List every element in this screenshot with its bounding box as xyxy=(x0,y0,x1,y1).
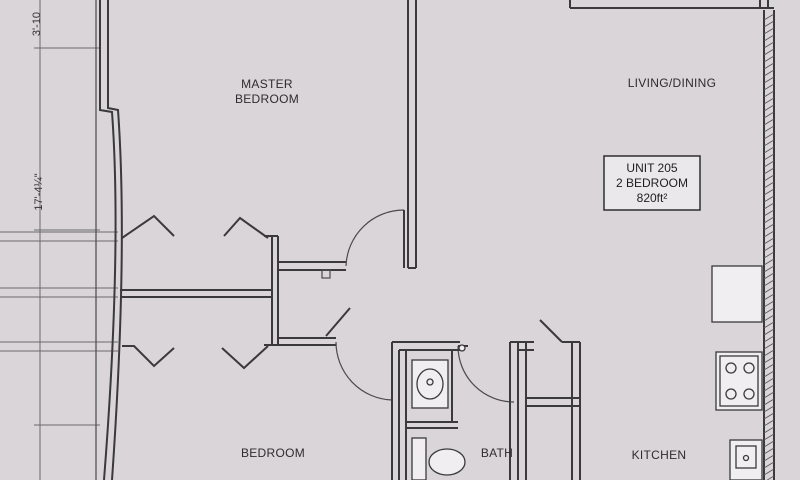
east-exterior-wall xyxy=(763,10,775,480)
kitchen-closet-walls xyxy=(525,319,581,480)
wall-hatch-line xyxy=(763,433,775,441)
west-exterior-wall xyxy=(95,0,123,480)
wall-hatch-line xyxy=(763,251,775,259)
wall-hatch-line xyxy=(763,202,775,210)
wall-hatch-line xyxy=(763,328,775,336)
wall-hatch-line xyxy=(763,188,775,196)
wall-hatch-line xyxy=(763,118,775,126)
wall-hatch-line xyxy=(763,265,775,273)
room-label-master-line1: MASTER xyxy=(241,77,293,91)
wall-hatch-line xyxy=(763,377,775,385)
room-label-kitchen: KITCHEN xyxy=(632,448,687,462)
wall-hatch-line xyxy=(763,216,775,224)
wall-hatch-line xyxy=(763,230,775,238)
wall-hatch-line xyxy=(763,426,775,434)
wall-hatch-line xyxy=(763,104,775,112)
wall-hatch-line xyxy=(763,146,775,154)
wall-hatch-line xyxy=(763,447,775,455)
wall-hatch-line xyxy=(763,258,775,266)
room-label-master-line2: BEDROOM xyxy=(235,92,299,106)
wall-hatch-line xyxy=(763,440,775,448)
wall-hatch-line xyxy=(763,174,775,182)
wall-hatch-line xyxy=(763,279,775,287)
wall-hatch-line xyxy=(763,69,775,77)
wall-hatch-line xyxy=(763,195,775,203)
bath-fixtures xyxy=(411,344,466,480)
wall-hatch-line xyxy=(763,237,775,245)
wall-hatch-line xyxy=(763,76,775,84)
wall-hatch-line xyxy=(763,13,775,21)
wall-hatch-line xyxy=(763,307,775,315)
wall-hatch-line xyxy=(763,321,775,329)
wall-hatch-line xyxy=(763,356,775,364)
wall-hatch-line xyxy=(763,181,775,189)
wall-hatch-line xyxy=(763,272,775,280)
wall-hatch-line xyxy=(763,244,775,252)
wall-hatch-line xyxy=(763,363,775,371)
wall-hatch-line xyxy=(763,90,775,98)
wall-hatch-line xyxy=(763,62,775,70)
kitchen-appliances xyxy=(711,265,763,480)
wall-hatch-line xyxy=(763,223,775,231)
wall-hatch-line xyxy=(763,314,775,322)
refrigerator-icon xyxy=(711,265,763,323)
wall-hatch-line xyxy=(763,111,775,119)
wall-hatch-line xyxy=(763,55,775,63)
north-wall xyxy=(569,0,774,9)
room-label-bedroom: BEDROOM xyxy=(241,446,305,460)
wall-hatch-line xyxy=(763,405,775,413)
wall-hatch-line xyxy=(763,20,775,28)
wall-hatch-line xyxy=(763,83,775,91)
wall-hatch-line xyxy=(763,384,775,392)
wall-hatch-line xyxy=(763,139,775,147)
wall-hatch-line xyxy=(763,34,775,42)
closet-bifold-doors xyxy=(121,214,269,370)
wall-hatch-line xyxy=(763,48,775,56)
wall-hatch-line xyxy=(763,398,775,406)
toilet-tank-icon xyxy=(411,437,427,480)
wall-hatch-line xyxy=(763,391,775,399)
wall-hatch-line xyxy=(763,27,775,35)
wall-hatch-line xyxy=(763,335,775,343)
door-swings xyxy=(325,209,515,403)
unit-number: UNIT 205 xyxy=(626,161,677,175)
wall-hatch-line xyxy=(763,349,775,357)
wall-hatch-line xyxy=(763,167,775,175)
wall-hatch-line xyxy=(763,300,775,308)
wall-hatch-line xyxy=(763,125,775,133)
wall-hatch-line xyxy=(763,370,775,378)
wall-hatch-line xyxy=(763,468,775,476)
wall-hatch-line xyxy=(763,97,775,105)
dimension-guides xyxy=(0,0,118,480)
wall-hatch-line xyxy=(763,132,775,140)
master-bedroom-walls xyxy=(120,0,417,346)
room-label-bath: BATH xyxy=(481,446,513,460)
wall-hatch-line xyxy=(763,461,775,469)
room-label-living-dining: LIVING/DINING xyxy=(628,76,717,90)
wall-hatch-line xyxy=(763,286,775,294)
unit-area: 820ft² xyxy=(637,191,668,205)
unit-type: 2 BEDROOM xyxy=(616,176,688,190)
wall-hatch-line xyxy=(763,41,775,49)
unit-info-box: UNIT 205 2 BEDROOM 820ft² xyxy=(603,155,701,211)
wall-hatch-line xyxy=(763,160,775,168)
dimension-top-left: 3'-10 xyxy=(31,12,43,36)
wall-hatch-line xyxy=(763,412,775,420)
wall-hatch-line xyxy=(763,342,775,350)
wall-hatch-line xyxy=(763,293,775,301)
wall-hatch-line xyxy=(766,475,775,480)
dimension-left-side: 17'-4¼" xyxy=(33,173,45,210)
wall-hatch-line xyxy=(763,153,775,161)
wall-hatch-line xyxy=(763,419,775,427)
bath-walls xyxy=(391,341,534,480)
wall-hatch-line xyxy=(763,209,775,217)
wall-hatch-line xyxy=(763,454,775,462)
toilet-bowl-icon xyxy=(428,448,466,476)
